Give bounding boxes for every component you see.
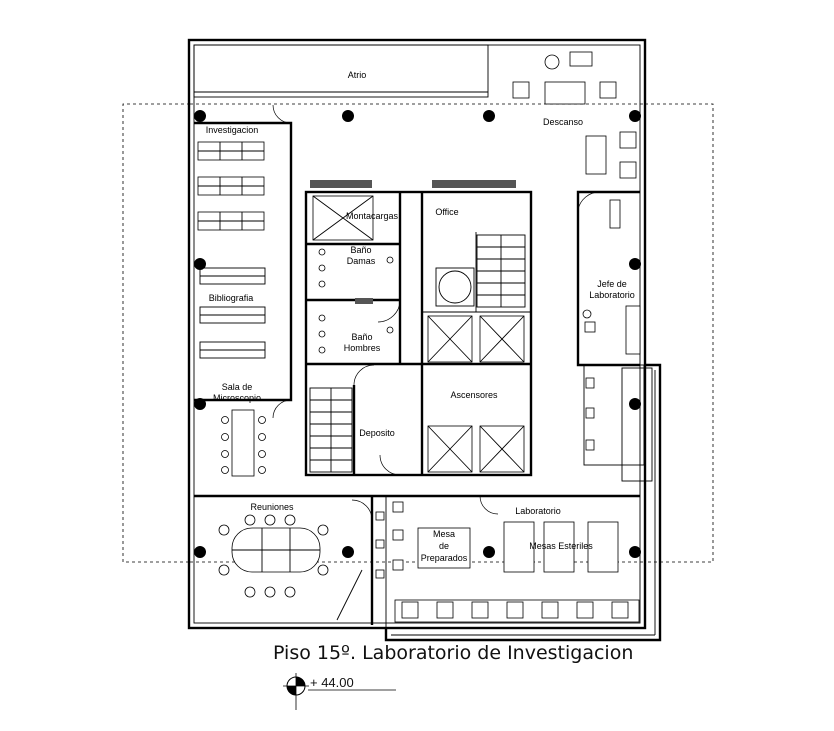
toilet-fixtures: [318, 248, 394, 354]
label-bano-damas-1: Baño: [350, 245, 371, 255]
library-shelves: [199, 267, 266, 359]
drawing-title-block: Piso 15º. Laboratorio de Investigacion +…: [273, 642, 633, 710]
label-investigacion: Investigacion: [206, 125, 259, 135]
elevation-value: + 44.00: [310, 675, 354, 690]
lab-head-office: [576, 131, 641, 367]
service-core: [304, 180, 533, 477]
label-mesa-2: de: [439, 541, 449, 551]
structural-columns: [194, 110, 641, 558]
label-bano-hombres-1: Baño: [351, 332, 372, 342]
label-mesa-3: Preparados: [421, 553, 468, 563]
label-bano-hombres-2: Hombres: [344, 343, 381, 353]
label-deposito: Deposito: [359, 428, 395, 438]
left-zone: [194, 104, 293, 477]
label-bibliografia: Bibliografia: [209, 293, 254, 303]
label-ascensores: Ascensores: [450, 390, 498, 400]
label-reuniones: Reuniones: [250, 502, 294, 512]
microscope-table: [221, 409, 266, 477]
label-bano-damas-2: Damas: [347, 256, 376, 266]
lab-bench-strip: [583, 364, 653, 482]
elevator-shafts: [312, 195, 525, 473]
label-descanso: Descanso: [543, 117, 583, 127]
meeting-room-furniture: [218, 514, 329, 598]
label-sala-1: Sala de: [222, 382, 253, 392]
room-labels: Atrio Investigacion Descanso Montacargas…: [206, 70, 635, 563]
lower-partitions: [194, 494, 640, 628]
atrium: [193, 44, 617, 105]
label-jefe-2: Laboratorio: [589, 290, 635, 300]
label-montacargas: Montacargas: [346, 211, 399, 221]
label-jefe-1: Jefe de: [597, 279, 627, 289]
label-mesa-1: Mesa: [433, 529, 455, 539]
level-marker-icon: [283, 673, 309, 710]
label-office: Office: [435, 207, 458, 217]
stairs: [309, 234, 526, 473]
workstations: [197, 141, 265, 231]
laboratory-furniture: [375, 501, 640, 623]
drawing-title: Piso 15º. Laboratorio de Investigacion: [273, 642, 633, 664]
label-laboratorio: Laboratorio: [515, 506, 561, 516]
label-mesas-esteriles: Mesas Esteriles: [529, 541, 593, 551]
label-sala-2: Microscopio: [213, 393, 261, 403]
label-atrio: Atrio: [348, 70, 367, 80]
